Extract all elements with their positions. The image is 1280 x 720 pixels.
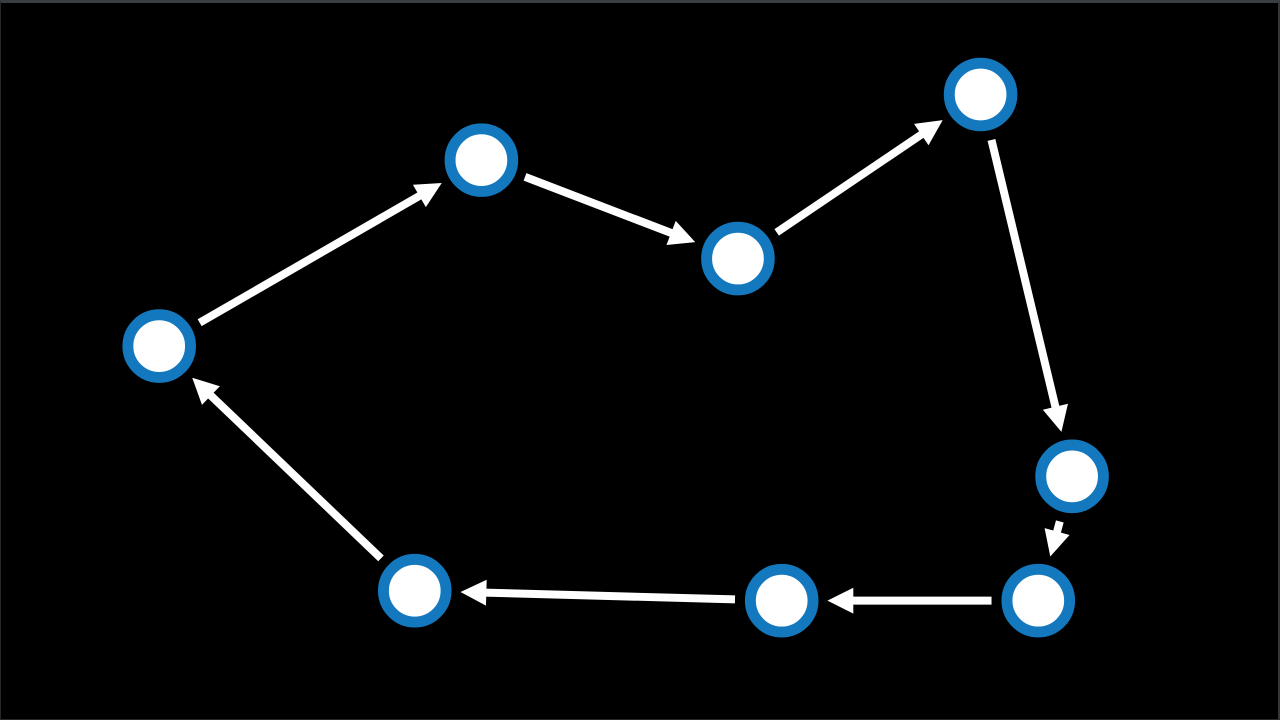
edge-line	[206, 391, 384, 562]
node-bottom-left	[377, 553, 452, 628]
node-top-middle	[701, 221, 775, 296]
edge-n4-n5	[987, 139, 1068, 432]
arrowhead-icon	[192, 377, 220, 405]
edge-line	[774, 130, 926, 236]
node-upper-left	[444, 123, 519, 197]
edge-line	[1052, 520, 1064, 535]
arrowhead-icon	[1044, 528, 1070, 557]
edge-n6-n7	[827, 587, 992, 614]
arrowhead-icon	[1042, 403, 1068, 432]
edge-line	[987, 139, 1060, 410]
arrowhead-icon	[827, 587, 854, 614]
edge-line	[523, 173, 675, 238]
edge-n2-n3	[523, 173, 696, 245]
edge-n3-n4	[774, 120, 943, 236]
arrowhead-icon	[460, 579, 487, 606]
node-top-right	[943, 57, 1018, 132]
cycle-graph-diagram	[122, 57, 1109, 638]
node-bottom-right	[1001, 563, 1076, 638]
edge-line	[484, 588, 736, 604]
node-left	[122, 309, 196, 383]
arrowhead-icon	[914, 120, 943, 146]
arrowhead-icon	[412, 182, 442, 208]
node-bottom-middle	[744, 563, 819, 638]
edge-n1-n2	[197, 182, 442, 327]
arrowhead-icon	[666, 220, 696, 245]
edge-n7-n8	[460, 579, 736, 606]
edge-line	[197, 191, 424, 327]
edge-n5-n6	[1044, 520, 1070, 557]
node-right	[1035, 439, 1109, 514]
edge-n8-n1	[192, 377, 384, 562]
